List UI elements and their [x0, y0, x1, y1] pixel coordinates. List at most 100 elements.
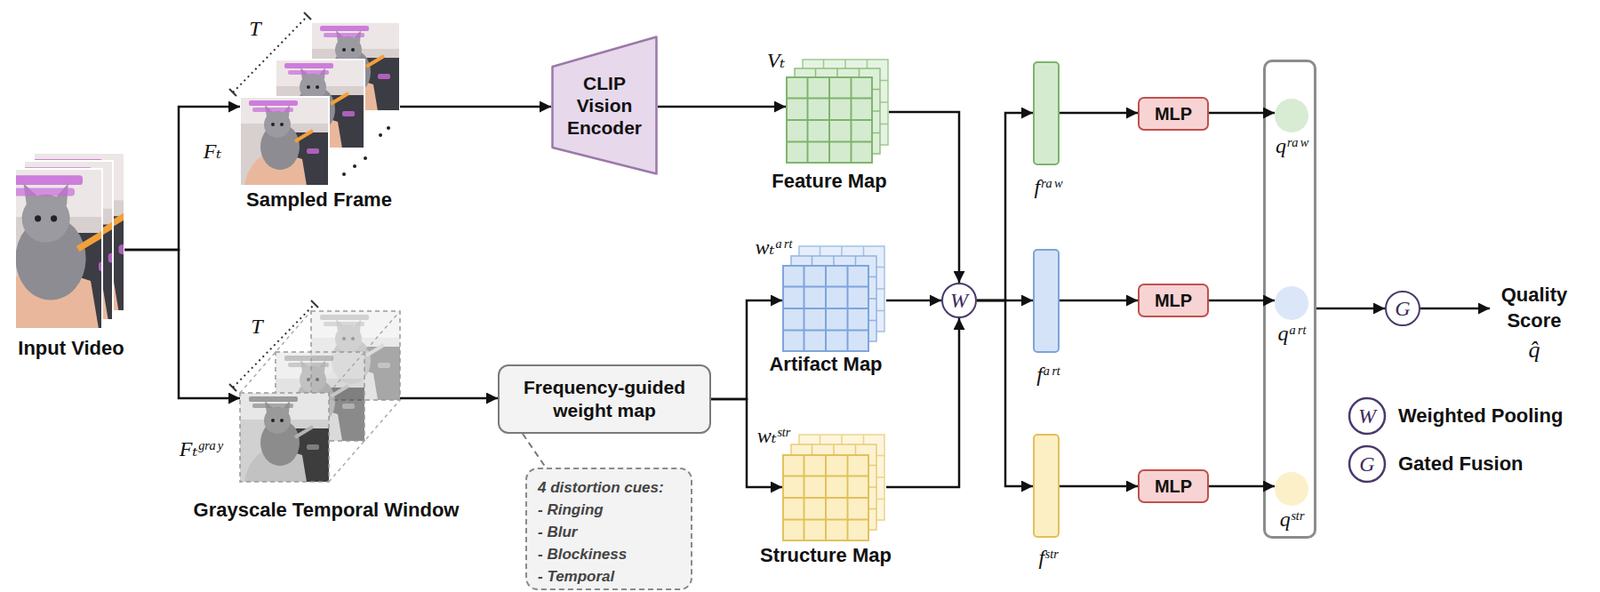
flow-arrow [886, 318, 960, 488]
flow-arrow [1059, 112, 1138, 115]
flow-arrow [976, 300, 1033, 487]
depth-lines [240, 311, 400, 482]
legend-symbol [1349, 446, 1385, 482]
node-caption: Grayscale Temporal Window [193, 498, 460, 522]
mlp-box: MLP [1137, 96, 1209, 131]
dashed-frame [240, 392, 329, 482]
node-text: W [950, 289, 968, 312]
score-circle: qᵃʳᵗ [1274, 286, 1309, 320]
node-caption: qʳᵃʷ [1275, 134, 1308, 159]
t-bracket [232, 304, 315, 388]
t-bracket-tick [229, 384, 237, 392]
sampled-frames [229, 12, 400, 186]
output-node: Quality Scoreq̂ [1489, 280, 1579, 365]
node-caption: Structure Map [760, 544, 892, 568]
flow-arrow [711, 399, 783, 488]
flow-arrow [1316, 307, 1385, 311]
flow-arrow [124, 249, 240, 399]
image-stack: Structure Map [782, 433, 887, 542]
node-text: q̂ [1528, 336, 1541, 364]
flow-arrow [1208, 299, 1275, 303]
structure-map-stack [783, 434, 885, 541]
group-box: qʳᵃʷ qᵃʳᵗ qˢᵗʳ [1263, 59, 1317, 539]
flow-arrow [657, 105, 786, 109]
node-text: - Blur [537, 520, 577, 544]
t-bracket [232, 16, 308, 93]
grid-layer [786, 77, 872, 163]
operator-circle: G [1384, 290, 1421, 327]
grayscale-window [229, 300, 400, 482]
legend-symbol-letter: W [1358, 405, 1376, 427]
frame-edge [240, 96, 329, 186]
node-text: 4 distortion cues: [537, 476, 664, 499]
input-video-frames [0, 152, 159, 329]
node-caption: qˢᵗʳ [1280, 507, 1304, 532]
flow-arrow [711, 300, 783, 400]
image-stack: Artifact Map [782, 245, 887, 352]
t-bracket-tick [304, 12, 312, 20]
video-frame [0, 168, 139, 329]
mlp-box: MLP [1137, 283, 1209, 318]
flow-arrow [888, 112, 960, 283]
ellipsis-dot [342, 172, 346, 176]
flow-arrow [976, 299, 1033, 303]
node-text: - Blockiness [537, 543, 627, 566]
map-symbol: wₜᵃʳᵗ [755, 234, 792, 260]
score-circle: qˢᵗʳ [1274, 472, 1309, 506]
node-caption: Input Video [17, 336, 124, 360]
node-caption: qᵃʳᵗ [1278, 321, 1306, 346]
flow-arrow [400, 397, 498, 400]
flow-arrow [124, 106, 240, 250]
node-caption: fᵃʳᵗ [1036, 362, 1060, 387]
frame-symbol: Fₜ [203, 138, 223, 164]
flow-arrow [976, 112, 1033, 301]
image-stack: Sampled Frame [240, 22, 400, 186]
node-text: - Temporal [537, 565, 615, 588]
legend-symbol-letter: G [1359, 453, 1375, 475]
ellipsis-dot [352, 164, 357, 168]
frame-edge [15, 168, 103, 329]
map-symbol: wₜˢᵗʳ [757, 423, 790, 448]
flow-arrow [1059, 299, 1138, 303]
gray-frame-front [240, 392, 329, 482]
legend-text: Weighted Pooling [1398, 404, 1563, 428]
t-bracket-tick [229, 88, 237, 96]
node-text: MLP [1154, 104, 1192, 125]
feature-vector: fʳᵃʷ [1032, 61, 1060, 166]
process-box: Frequency-guided weight map [497, 364, 712, 434]
flow-arrow [886, 299, 942, 303]
flow-arrow [400, 105, 552, 109]
image-stack: Input Video [15, 152, 125, 329]
node-text: G [1394, 297, 1410, 320]
node-text: Quality Score [1489, 281, 1579, 334]
flow-arrow [1420, 307, 1490, 311]
image-stack: Feature Map [785, 58, 889, 164]
node-text: MLP [1154, 476, 1192, 497]
ellipsis-dot [386, 126, 391, 130]
t-bracket-tick [311, 300, 319, 308]
frame-symbol: Fₜᵍʳᵃʸ [179, 436, 223, 462]
score-circle: qʳᵃʷ [1274, 98, 1309, 133]
mlp-box: MLP [1137, 469, 1209, 504]
trapezoid-shape [552, 37, 657, 175]
grid-layer [783, 455, 869, 541]
grid-layer [783, 265, 869, 352]
node-caption: fʳᵃʷ [1034, 175, 1063, 200]
node-text: MLP [1154, 290, 1192, 312]
node-caption: Sampled Frame [246, 188, 392, 212]
window-length: T [250, 314, 263, 339]
legend-symbol [1349, 398, 1385, 434]
node-text: - Ringing [537, 498, 604, 521]
window-length: T [248, 16, 261, 41]
artifact-map-stack [783, 246, 885, 352]
ellipsis-dot [363, 156, 368, 160]
legend-text: Gated Fusion [1398, 452, 1524, 476]
encoder-trapezoid: CLIP Vision Encoder [551, 35, 658, 176]
feature-map-stack [786, 59, 888, 163]
callout-leader [522, 433, 546, 468]
sampled-frame [240, 96, 329, 186]
node-caption: Feature Map [771, 169, 888, 193]
feature-vector: fᵃʳᵗ [1032, 248, 1060, 353]
